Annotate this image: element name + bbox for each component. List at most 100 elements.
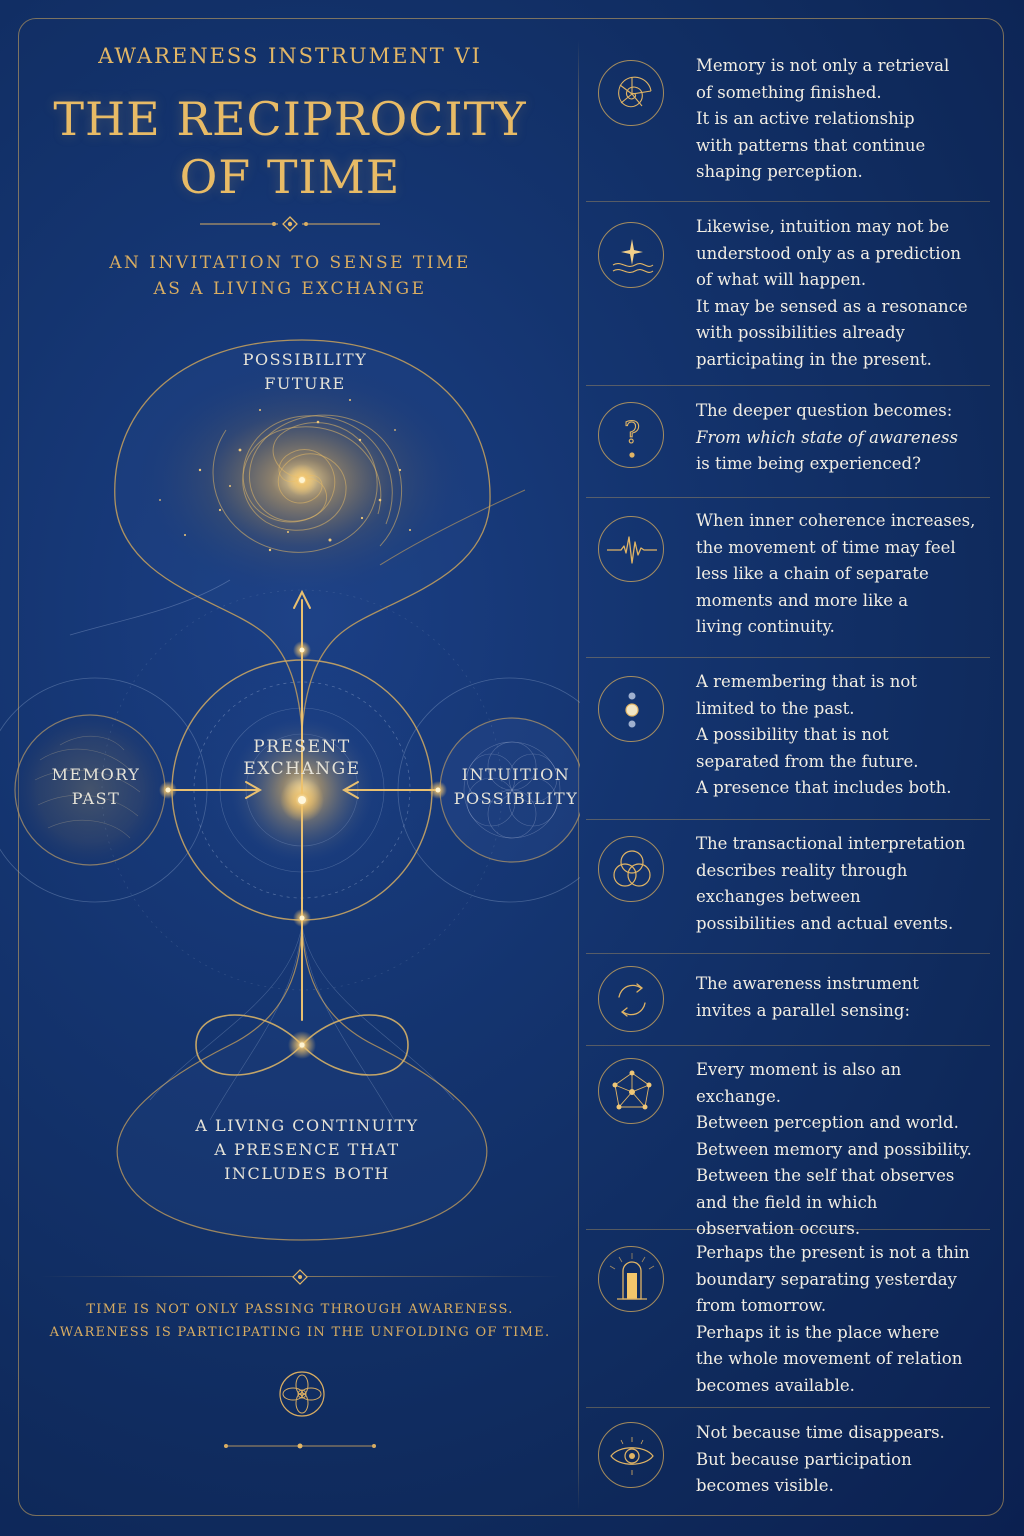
- memory-label-line-2: PAST: [71, 789, 121, 808]
- reflection-line: with patterns that continue: [696, 135, 926, 155]
- reflection-text: The awareness instrument invites a parall…: [696, 971, 988, 1024]
- question-icon: ?: [598, 402, 664, 468]
- reflection-line: A possibility that is not: [696, 725, 889, 744]
- reflection-line: Not because time disappears.: [696, 1423, 945, 1442]
- intuition-label-line-1: INTUITION: [461, 765, 571, 784]
- subtitle-line-2: AS A LIVING EXCHANGE: [153, 279, 427, 299]
- reflection-line: from tomorrow.: [696, 1296, 827, 1315]
- reflection-text: Not because time disappears. But because …: [696, 1420, 988, 1500]
- reflection-entry: When inner coherence increases, the movem…: [586, 498, 990, 658]
- present-label-line-1: PRESENT: [253, 737, 351, 757]
- reflection-line: with possibilities already: [696, 323, 905, 342]
- reflection-line: The transactional interpretation: [696, 834, 966, 853]
- star-wave-icon: [598, 222, 664, 288]
- reflection-line: becomes visible.: [696, 1476, 834, 1495]
- reflection-line: Perhaps the present is not a thin: [696, 1243, 970, 1262]
- network-icon: [598, 1058, 664, 1124]
- reflection-line: Perhaps it is the place where: [696, 1322, 940, 1342]
- closing-line-2: AWARENESS IS PARTICIPATING IN THE UNFOLD…: [49, 1325, 551, 1340]
- future-label: POSSIBILITY FUTURE: [190, 348, 420, 396]
- continuity-label-line-1: A LIVING CONTINUITY: [195, 1116, 419, 1135]
- reflection-entry: Not because time disappears. But because …: [586, 1408, 990, 1508]
- reflection-line: It is an active relationship: [696, 109, 915, 128]
- reflection-line: The deeper question becomes:: [696, 401, 953, 420]
- reflection-entry: ? The deeper question becomes: From which …: [586, 386, 990, 498]
- reflection-line: Likewise, intuition may not be: [696, 217, 950, 236]
- end-ornament-icon: [224, 1443, 376, 1449]
- reflection-line: understood only as a prediction: [696, 243, 962, 263]
- reflection-line: describes reality through: [696, 860, 908, 880]
- memory-label: MEMORY PAST: [36, 763, 156, 811]
- continuity-label-line-2: A PRESENCE THAT: [214, 1140, 400, 1159]
- reflection-line: It may be sensed as a resonance: [696, 296, 968, 316]
- column-divider: [578, 40, 579, 1510]
- title-ornament-icon: [200, 216, 380, 232]
- subtitle: AN INVITATION TO SENSE TIME AS A LIVING …: [40, 250, 540, 302]
- reflection-text: Memory is not only a retrieval of somethi…: [696, 53, 988, 186]
- continuity-teardrop: [116, 924, 488, 1241]
- reflection-text: The transactional interpretation describe…: [696, 831, 988, 937]
- reflection-line: When inner coherence increases,: [696, 511, 976, 530]
- reflection-text: Perhaps the present is not a thin boundar…: [696, 1240, 988, 1399]
- intuition-label: INTUITION POSSIBILITY: [446, 763, 586, 811]
- reflection-line: possibilities and actual events.: [696, 913, 954, 933]
- closing-line-1: TIME IS NOT ONLY PASSING THROUGH AWARENE…: [86, 1302, 514, 1317]
- present-label: PRESENT EXCHANGE: [212, 736, 392, 780]
- reflection-entry: Memory is not only a retrieval of somethi…: [586, 40, 990, 202]
- reflection-line: the whole movement of relation: [696, 1349, 963, 1368]
- reflection-entry: The transactional interpretation describe…: [586, 820, 990, 954]
- continuity-label-line-3: INCLUDES BOTH: [224, 1164, 390, 1183]
- title-line-1: THE RECIPROCITY: [53, 92, 527, 146]
- triple-circle-icon: [598, 836, 664, 902]
- pulse-icon: [598, 516, 664, 582]
- subtitle-line-1: AN INVITATION TO SENSE TIME: [109, 253, 471, 273]
- reflection-text: When inner coherence increases, the movem…: [696, 508, 988, 641]
- svg-text:?: ?: [624, 416, 640, 451]
- reflection-line: the movement of time may feel: [696, 537, 956, 557]
- reflection-line: limited to the past.: [696, 698, 855, 718]
- memory-label-line-1: MEMORY: [51, 765, 141, 784]
- reflection-line: and the field in which: [696, 1192, 878, 1212]
- reflection-text: The deeper question becomes: From which s…: [696, 398, 988, 478]
- reflection-line: Every moment is also an exchange.: [696, 1060, 902, 1106]
- reflection-line: invites a parallel sensing:: [696, 1000, 911, 1020]
- future-label-line-1: POSSIBILITY: [242, 350, 368, 369]
- reflection-line: living continuity.: [696, 617, 835, 636]
- reflection-line: Between perception and world.: [696, 1113, 959, 1132]
- reflection-line: separated from the future.: [696, 751, 919, 771]
- node-dots: [159, 641, 447, 927]
- reflection-line: exchanges between: [696, 887, 861, 906]
- intuition-label-line-2: POSSIBILITY: [453, 789, 579, 808]
- reflection-line: becomes available.: [696, 1375, 855, 1395]
- reflection-line: boundary separating yesterday: [696, 1269, 957, 1289]
- reflection-text: Likewise, intuition may not be understood…: [696, 214, 988, 373]
- eye-icon: [598, 1422, 664, 1488]
- reflection-line: moments and more like a: [696, 590, 909, 610]
- reflection-entry: Every moment is also an exchange. Between…: [586, 1046, 990, 1238]
- closing-statement: TIME IS NOT ONLY PASSING THROUGH AWARENE…: [40, 1298, 560, 1344]
- reflection-line: of something finished.: [696, 82, 882, 102]
- reflection-line: Memory is not only a retrieval: [696, 56, 950, 75]
- reflection-entry: The awareness instrument invites a parall…: [586, 954, 990, 1046]
- reflection-text: Every moment is also an exchange. Between…: [696, 1057, 988, 1243]
- reflection-line: of what will happen.: [696, 270, 867, 289]
- reflection-line: participating in the present.: [696, 349, 932, 369]
- three-dots-icon: [598, 676, 664, 742]
- reflection-line: less like a chain of separate: [696, 564, 929, 583]
- time-diagram: [0, 339, 580, 1241]
- reflection-entry: Perhaps the present is not a thin boundar…: [586, 1230, 990, 1408]
- doorway-icon: [598, 1246, 664, 1312]
- reflection-line: From which state of awareness: [696, 427, 958, 447]
- future-label-line-2: FUTURE: [264, 374, 346, 393]
- kicker: AWARENESS INSTRUMENT VI: [98, 44, 482, 68]
- nautilus-icon: [598, 60, 664, 126]
- reflection-line: But because participation: [696, 1449, 912, 1469]
- reflection-line: Between memory and possibility.: [696, 1139, 972, 1159]
- reflection-line: The awareness instrument: [696, 974, 919, 993]
- page-title: THE RECIPROCITY OF TIME: [30, 90, 550, 206]
- closing-ornament-icon: [292, 1269, 308, 1285]
- continuity-label: A LIVING CONTINUITY A PRESENCE THAT INCL…: [160, 1114, 454, 1186]
- cycle-arrows-icon: [598, 966, 664, 1032]
